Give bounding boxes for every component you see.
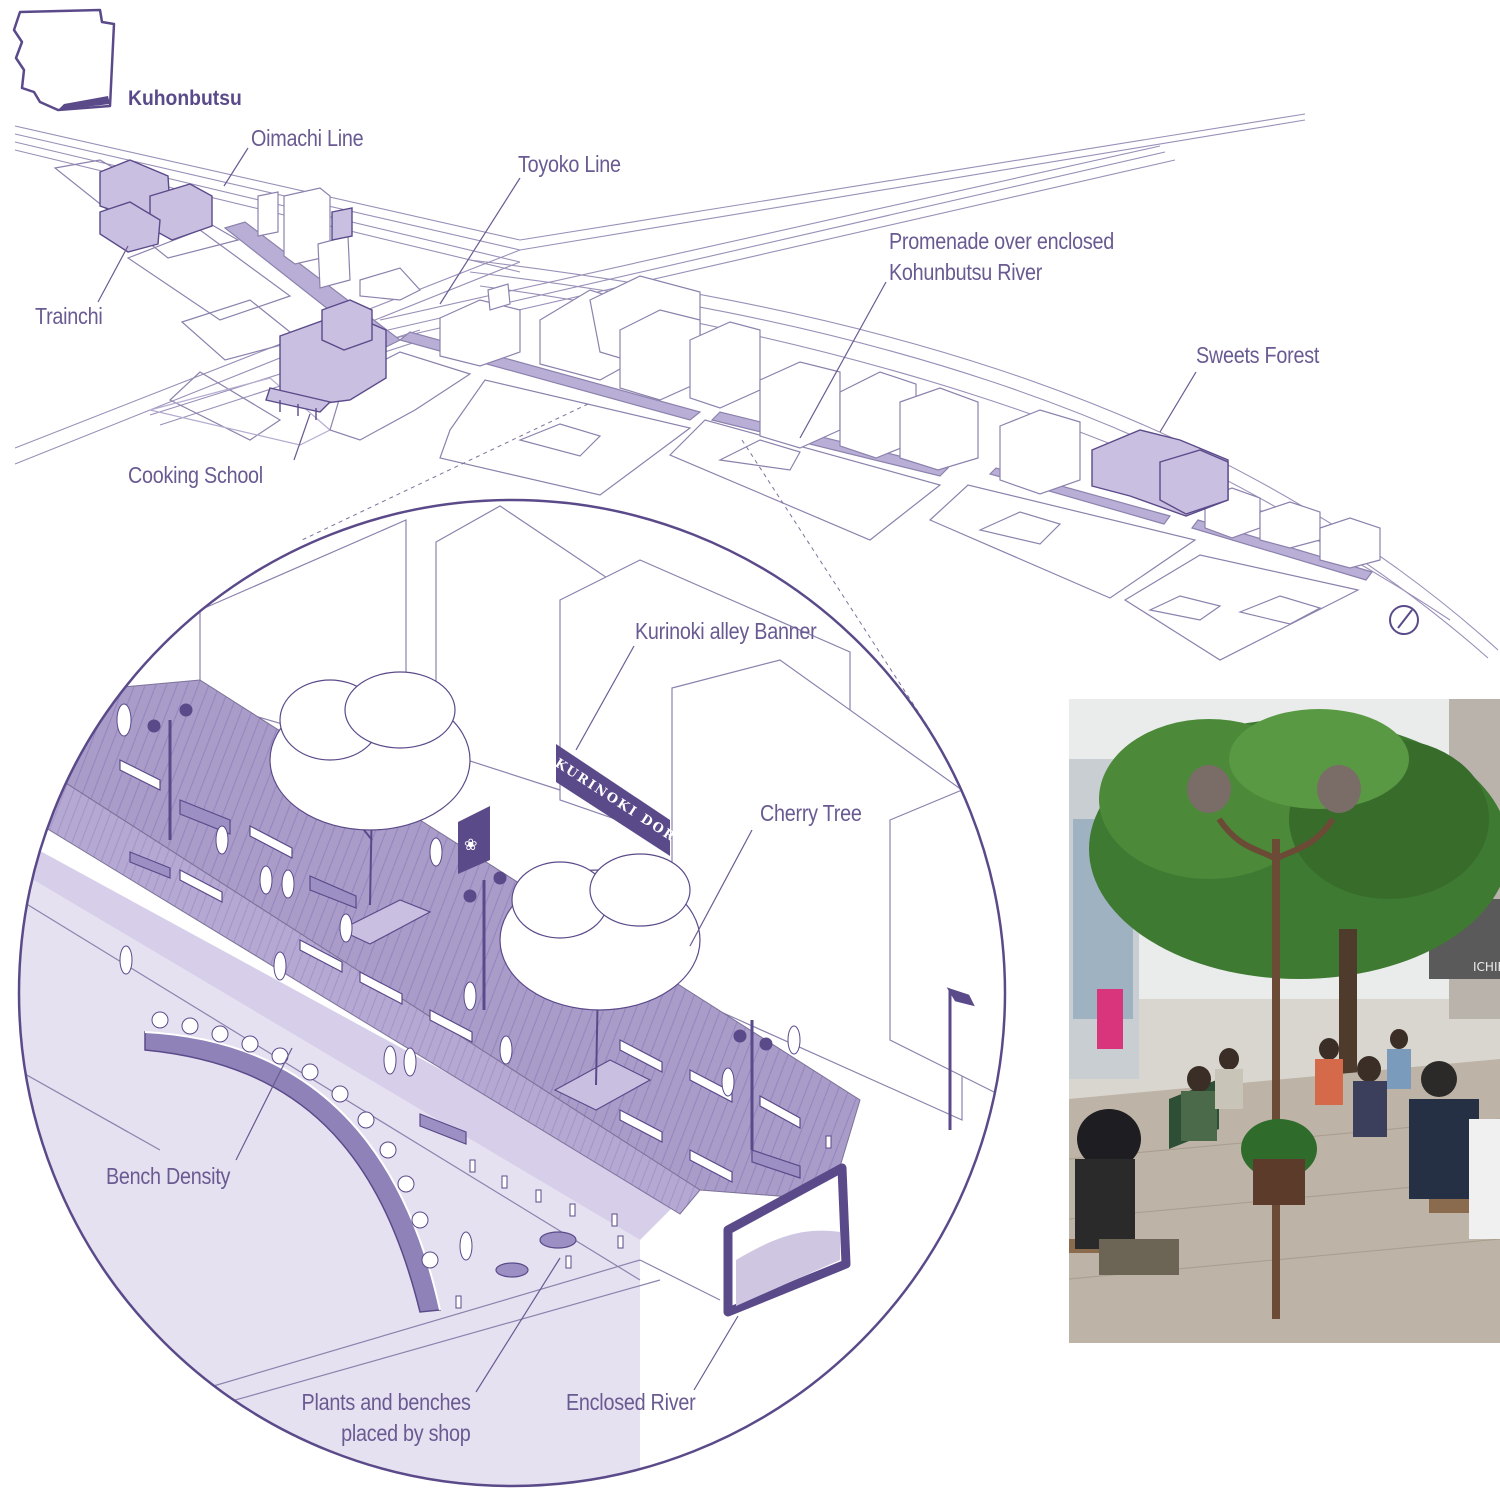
label-promenade-line2: Kohunbutsu River bbox=[889, 259, 1043, 285]
label-plants-line2: placed by shop bbox=[341, 1420, 472, 1446]
label-cherry-tree: Cherry Tree bbox=[760, 800, 862, 826]
district-title: Kuhonbutsu bbox=[128, 87, 242, 110]
label-kurinoki-banner: Kurinoki alley Banner bbox=[635, 618, 817, 644]
label-bench-density: Bench Density bbox=[106, 1163, 231, 1189]
zoom-circle: ❀ bbox=[17, 498, 1007, 1488]
label-plants-line1: Plants and benches bbox=[301, 1389, 471, 1415]
overview-axonometric bbox=[14, 113, 1499, 661]
planters bbox=[129, 799, 801, 1278]
buildings-white bbox=[257, 187, 1381, 569]
shop-flag bbox=[458, 806, 490, 874]
kurinoki-banner: ❀ bbox=[458, 744, 670, 874]
sweets-forest-building bbox=[1091, 429, 1229, 517]
storefront-sign: ICHIE bbox=[1473, 960, 1500, 974]
label-toyoko-line: Toyoko Line bbox=[518, 151, 621, 177]
enclosed-river-frame bbox=[723, 1163, 851, 1317]
benches bbox=[119, 759, 801, 1183]
pedestrians bbox=[116, 703, 801, 1261]
label-oimachi-line: Oimachi Line bbox=[251, 125, 364, 151]
bollards bbox=[455, 1135, 832, 1309]
label-trainchi: Trainchi bbox=[35, 303, 103, 329]
cherry-tree-1 bbox=[269, 671, 471, 945]
blocks-south bbox=[329, 351, 1360, 661]
street-lamps bbox=[147, 703, 975, 1150]
label-promenade-line1: Promenade over enclosed bbox=[889, 228, 1114, 254]
curved-planter-wall bbox=[144, 1011, 441, 1313]
trainchi-building bbox=[99, 159, 353, 253]
north-arrow-icon bbox=[1389, 605, 1419, 635]
label-cooking-school: Cooking School bbox=[128, 462, 263, 488]
kuhonbutsu-area-highlight bbox=[58, 96, 110, 110]
label-sweets-forest: Sweets Forest bbox=[1196, 342, 1320, 368]
locator-map bbox=[12, 8, 116, 112]
zoom-connector-lines bbox=[301, 403, 931, 731]
svg-text:❀: ❀ bbox=[464, 835, 477, 854]
label-enclosed-river: Enclosed River bbox=[566, 1389, 696, 1415]
street-photo: ICHIE bbox=[1069, 699, 1500, 1343]
sidewalk-paving bbox=[19, 759, 701, 1215]
zoom-circle-outline bbox=[17, 498, 1007, 1488]
cherry-tree-2 bbox=[499, 853, 701, 1111]
cooking-school-building bbox=[265, 299, 387, 420]
leader-lines bbox=[97, 147, 1197, 1393]
